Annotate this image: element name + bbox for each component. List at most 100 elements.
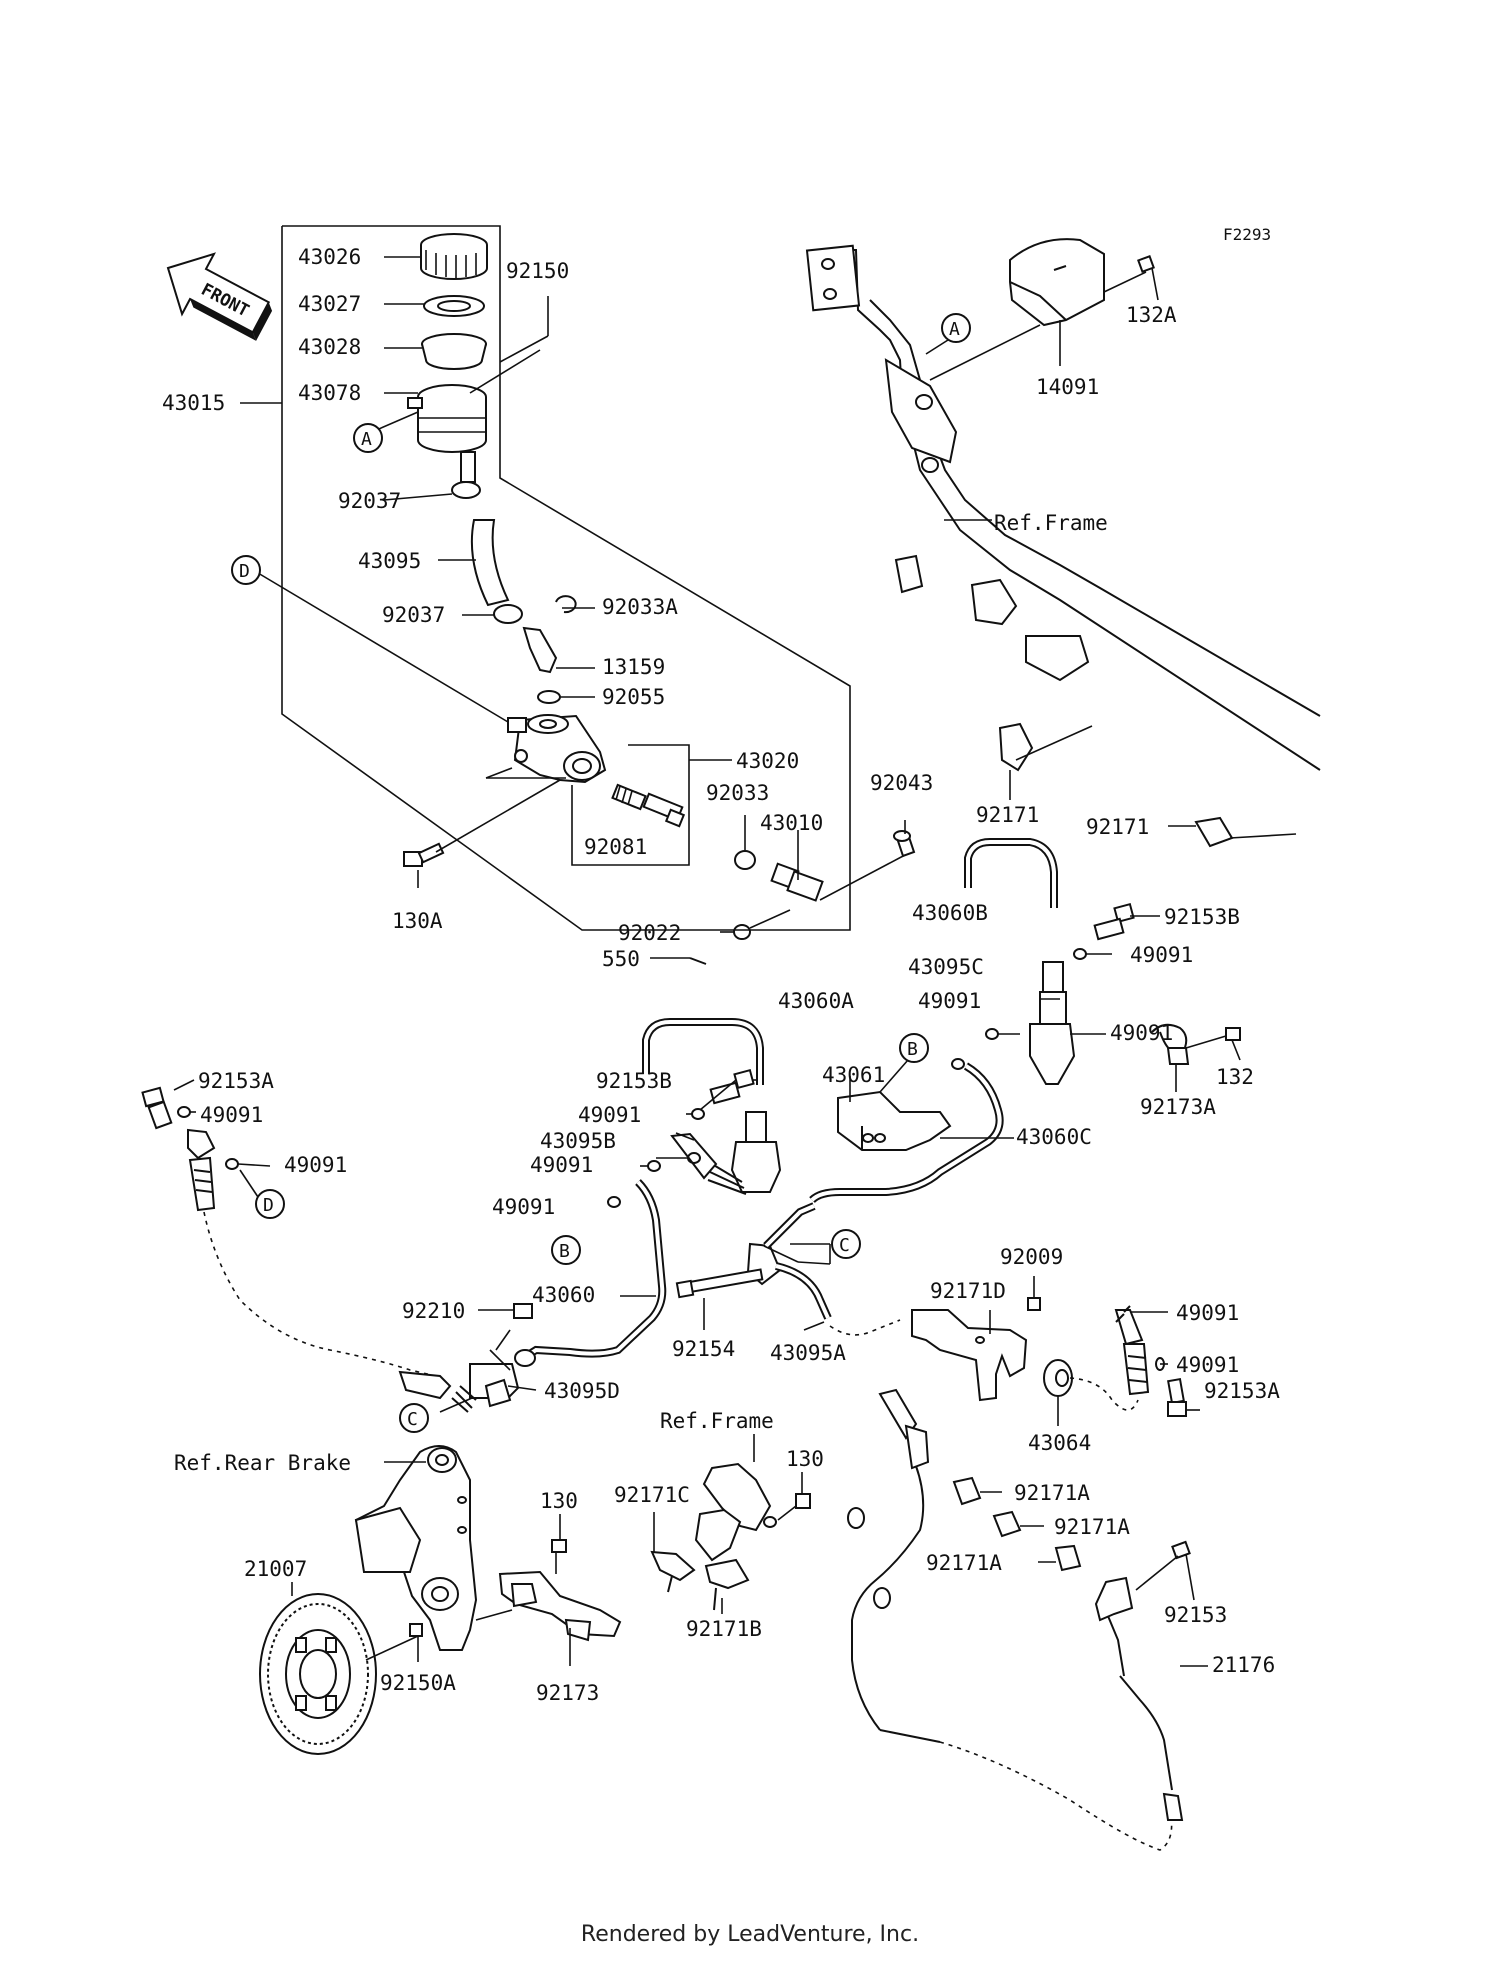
- label-92081: 92081: [584, 835, 647, 859]
- brake-hose-43095C: [1029, 961, 1076, 1085]
- label-49091-e: 49091: [284, 1153, 347, 1177]
- brake-pipe-43060A: [642, 1018, 764, 1085]
- label-92150: 92150: [506, 259, 569, 283]
- clamp-92171-lower: [1168, 816, 1297, 848]
- label-43060B: 43060B: [912, 901, 988, 925]
- label-ref-rear-brake: Ref.Rear Brake: [174, 1451, 351, 1475]
- brake-pipe-43060B: [964, 838, 1058, 908]
- label-14091: 14091: [1036, 375, 1099, 399]
- clamp-92173A: [1151, 1023, 1190, 1065]
- label-43015: 43015: [162, 391, 225, 415]
- label-92153A-right: 92153A: [1204, 1379, 1280, 1403]
- svg-text:A: A: [949, 319, 960, 340]
- label-43061: 43061: [822, 1063, 885, 1087]
- label-43027: 43027: [298, 292, 361, 316]
- footer-credit: Rendered by LeadVenture, Inc.: [580, 1922, 920, 1947]
- label-43060A: 43060A: [778, 989, 854, 1013]
- reservoir: [407, 384, 487, 483]
- clamp-92171A-3: [1054, 1544, 1082, 1572]
- callout-C-2: C: [399, 1403, 429, 1433]
- brake-switch: [1114, 1305, 1187, 1417]
- label-43095C: 43095C: [908, 955, 984, 979]
- brake-pipe-43060: [517, 1179, 667, 1364]
- label-43095A: 43095A: [770, 1341, 846, 1365]
- label-92154: 92154: [672, 1337, 735, 1361]
- svg-text:C: C: [839, 1235, 850, 1256]
- label-130-low: 130: [540, 1489, 578, 1513]
- banjo-bolt-92153B-left: [709, 1068, 755, 1105]
- label-92171A-1: 92171A: [1014, 1481, 1090, 1505]
- bolt-130-rear: [551, 1539, 567, 1553]
- washer-49091-7: [951, 1058, 965, 1070]
- part-labels: 43026 43027 43028 43078 43015 92150 9203…: [162, 245, 1280, 1705]
- frame-cover: [1009, 238, 1105, 327]
- hose-fitting: [522, 626, 558, 674]
- label-43026: 43026: [298, 245, 361, 269]
- label-92033: 92033: [706, 781, 769, 805]
- brake-rotor: [259, 1593, 377, 1755]
- label-130-mid: 130: [786, 1447, 824, 1471]
- front-arrow-icon: FRONT: [166, 252, 273, 341]
- brake-pipe-43060C: [809, 1062, 1014, 1204]
- svg-text:A: A: [361, 429, 372, 450]
- washer-49091-5: [1073, 948, 1087, 960]
- label-ref-frame-mid: Ref.Frame: [660, 1409, 774, 1433]
- callout-A-2: A: [941, 313, 971, 343]
- label-130A: 130A: [392, 909, 443, 933]
- label-ref-frame-top: Ref.Frame: [994, 511, 1108, 535]
- reservoir-cap: [420, 233, 488, 280]
- circlip: [555, 595, 577, 614]
- label-92153: 92153: [1164, 1603, 1227, 1627]
- master-cylinder-body: [507, 714, 607, 784]
- label-92055: 92055: [602, 685, 665, 709]
- washer: [733, 924, 751, 940]
- label-43095: 43095: [358, 549, 421, 573]
- label-92009: 92009: [1000, 1245, 1063, 1269]
- label-43095B: 43095B: [540, 1129, 616, 1153]
- label-49091-j: 49091: [1176, 1353, 1239, 1377]
- label-49091-b: 49091: [530, 1153, 593, 1177]
- callout-B-1: B: [899, 1033, 929, 1063]
- grommet-43064: [1043, 1359, 1073, 1397]
- washer-49091-1: [691, 1108, 705, 1120]
- brake-hose-43095B: [670, 1111, 782, 1195]
- nut-92210: [513, 1303, 533, 1319]
- label-132A: 132A: [1126, 303, 1177, 327]
- label-92150A: 92150A: [380, 1671, 456, 1695]
- brake-hose-43095A: [675, 1202, 901, 1336]
- label-132: 132: [1216, 1065, 1254, 1089]
- rear-brake-caliper-bracket: [354, 1445, 478, 1651]
- clamp-92171A-2: [992, 1510, 1022, 1538]
- clamp-92171A-1: [952, 1476, 982, 1506]
- label-43010: 43010: [760, 811, 823, 835]
- label-43060: 43060: [532, 1283, 595, 1307]
- washer-49091-6: [985, 1028, 999, 1040]
- washer-49091-3: [647, 1160, 661, 1172]
- label-92171B: 92171B: [686, 1617, 762, 1641]
- svg-text:B: B: [559, 1241, 570, 1262]
- clamp-92171-upper: [998, 722, 1093, 800]
- label-92022: 92022: [618, 921, 681, 945]
- abs-sensor-harness: [847, 1388, 1184, 1851]
- label-92171C: 92171C: [614, 1483, 690, 1507]
- label-92171D: 92171D: [930, 1279, 1006, 1303]
- diaphragm: [421, 333, 487, 370]
- master-cylinder-leaders: [257, 256, 566, 853]
- washer-49091-4: [607, 1196, 621, 1208]
- label-92210: 92210: [402, 1299, 465, 1323]
- bracket-43061: [837, 1059, 952, 1151]
- label-92043: 92043: [870, 771, 933, 795]
- bracket-92171D: [911, 1309, 1028, 1402]
- label-92173: 92173: [536, 1681, 599, 1705]
- callout-D-2: D: [255, 1189, 285, 1219]
- label-21007: 21007: [244, 1557, 307, 1581]
- push-rod: [770, 830, 824, 902]
- label-43095D: 43095D: [544, 1379, 620, 1403]
- label-49091-f: 49091: [1130, 943, 1193, 967]
- label-43078: 43078: [298, 381, 361, 405]
- label-21176: 21176: [1212, 1653, 1275, 1677]
- hose-clamp-lower: [493, 604, 523, 624]
- brake-hose-43095D: [451, 1349, 537, 1413]
- banjo-bolt-92153B-right: [1093, 902, 1135, 941]
- label-92037-upper: 92037: [338, 489, 401, 513]
